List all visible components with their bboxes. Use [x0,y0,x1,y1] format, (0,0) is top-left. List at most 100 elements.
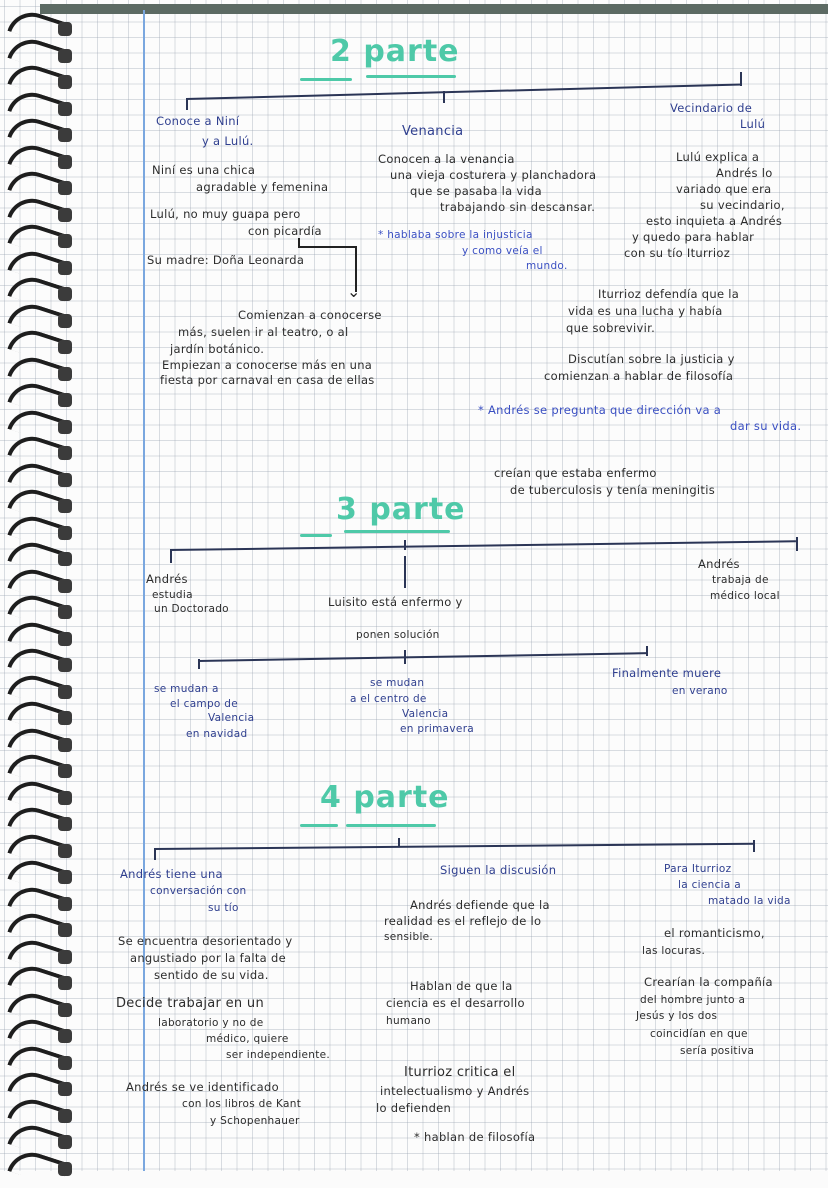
note-text: y Schopenhauer [210,1115,300,1127]
tree-tick [796,537,798,551]
note-text: angustiado por la falta de [130,951,286,965]
spiral-coil [6,853,72,897]
note-text: Su madre: Doña Leonarda [147,253,305,267]
note-text: médico, quiere [206,1033,289,1045]
note-text: comienzan a hablar de filosofía [544,369,734,383]
note-text: realidad es el reflejo de lo [384,914,542,928]
branch-title: y a Lulú. [202,134,254,148]
note-text: ciencia es el desarrollo [386,996,525,1010]
note-text: Valencia [402,708,449,720]
note-text: Finalmente muere [612,666,722,680]
spiral-coil [6,217,72,261]
note-text: esto inquieta a Andrés [646,214,783,228]
note-text: médico local [710,590,780,602]
coil-hole [58,154,72,169]
note-text: Valencia [208,712,255,724]
note-text: trabaja de [712,574,769,586]
spiral-coil [6,986,72,1029]
connector-line [298,238,300,247]
coil-hole [58,260,72,275]
branch-title: Vecindario de [670,101,753,115]
note-text: ponen solución [356,629,440,641]
connector-line [298,246,356,248]
note-text: Iturrioz defendía que la [598,287,740,301]
spiral-coil [6,880,72,923]
coil-hole [58,1002,72,1017]
note-text: variado que era [676,182,772,196]
note-text: en primavera [400,723,475,735]
coil-hole [58,605,72,619]
tree-tick [198,659,200,669]
branch-title: Siguen la discusión [440,863,557,877]
spiral-coil [6,747,72,791]
spiral-coil [6,5,72,49]
branch-title: Venancia [402,124,464,139]
note-text: una vieja costurera y planchadora [390,168,597,182]
note-text: lo defienden [376,1101,452,1115]
spiral-coil [6,376,72,420]
coil-hole [58,472,72,487]
coil-hole [58,896,72,911]
note-text: vida es una lucha y había [568,304,723,318]
note-text: jardín botánico. [170,342,265,356]
spiral-coil [6,1065,72,1109]
branch-title: Conoce a Niní [156,114,240,128]
coil-hole [58,631,72,646]
heading-underline [366,75,456,78]
tree-tick [170,549,172,563]
heading-underline [300,824,338,827]
note-text: Comienzan a conocerse [238,308,382,322]
note-text: fiesta por carnaval en casa de ellas [160,373,375,387]
note-text: que sobrevivir. [566,321,656,335]
coil-hole [58,949,72,964]
coil-hole [58,446,72,460]
spiral-coil [6,58,72,102]
coil-hole [58,843,72,858]
coil-hole [58,101,72,116]
coil-hole [58,366,72,381]
note-text: en navidad [186,728,248,740]
tree-tick [404,540,406,550]
starred-note: dar su vida. [730,419,802,433]
note-text: humano [386,1015,431,1027]
branch-title: la ciencia a [678,879,741,891]
coil-hole [58,1055,72,1070]
note-text: Discutían sobre la justicia y [568,352,735,366]
margin-line [143,10,145,1171]
spiral-coil [6,1012,72,1056]
coil-hole [58,22,72,36]
note-text: coincidían en que [650,1028,748,1040]
note-text: a el centro de [350,693,427,705]
starred-note: mundo. [526,260,568,272]
spiral-coil [6,668,72,711]
starred-note: * hablan de filosofía [414,1130,536,1144]
part4-heading: 4 parte [320,780,450,815]
coil-hole [58,287,72,301]
note-text: se mudan a [154,683,219,695]
connector-line [355,246,357,292]
spiral-coil [6,906,72,950]
tree-tick [646,646,648,656]
heading-underline [344,530,450,533]
coil-hole [58,1029,72,1043]
coil-hole [58,817,72,831]
spiral-coil [6,297,72,340]
tree-tick [404,556,406,588]
branch-title: matado la vida [708,895,791,907]
note-text: Andrés se ve identificado [126,1080,279,1094]
note-text: Conocen a la venancia [378,152,515,166]
note-text: intelectualismo y Andrés [380,1084,530,1098]
spiral-coil [6,32,72,75]
note-text: sensible. [384,931,434,943]
tree-tick [154,848,156,860]
coil-hole [58,1161,72,1176]
spiral-coil [6,641,72,685]
spiral-coil [6,429,72,473]
spiral-coil [6,800,72,844]
note-text: agradable y femenina [196,180,329,194]
note-text: del hombre junto a [640,994,746,1006]
note-text: laboratorio y no de [158,1017,264,1029]
spiral-coil [6,164,72,208]
spiral-coil [6,138,72,181]
tree-bracket [185,83,742,100]
